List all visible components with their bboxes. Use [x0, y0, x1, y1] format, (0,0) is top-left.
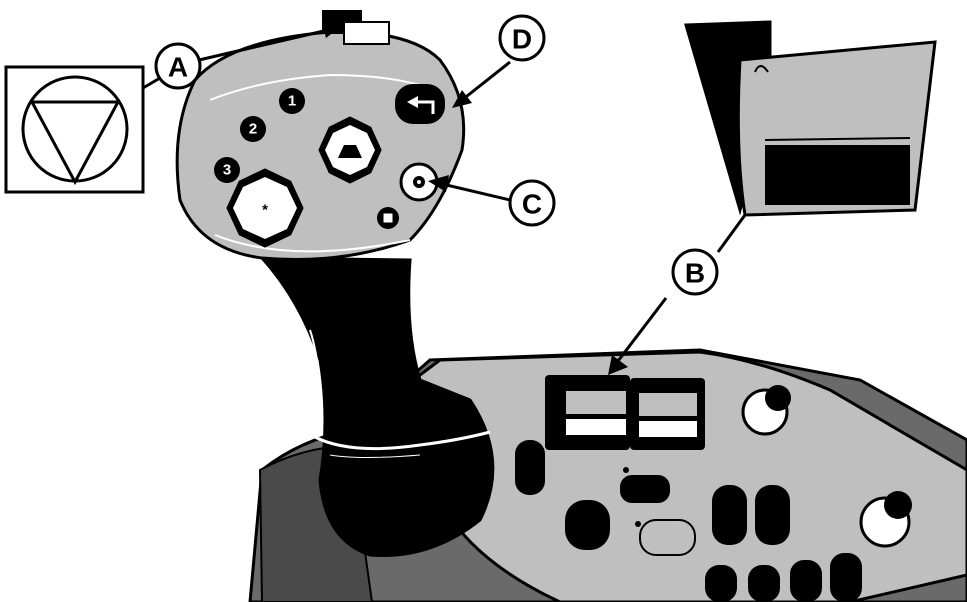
button-1-label: 1: [288, 93, 296, 110]
gear-shift-icon: *: [226, 168, 304, 248]
joystick: 1 2 3 *: [175, 10, 495, 558]
console-button: [565, 500, 610, 550]
pedal: [684, 20, 937, 217]
callout-d-label: D: [512, 24, 532, 55]
callout-a: A: [154, 42, 202, 90]
svg-text:*: *: [262, 202, 268, 219]
rocker-switch-left: [545, 375, 630, 450]
reverse-icon: [395, 84, 445, 124]
console-button: [639, 519, 696, 556]
joystick-button-2: 2: [240, 116, 266, 142]
console-button: [515, 440, 545, 495]
joystick-button-3: 3: [214, 157, 240, 183]
top-switch: [322, 10, 390, 45]
button-3-label: 3: [223, 162, 231, 179]
callout-c: C: [508, 179, 556, 227]
console-button: [755, 485, 790, 545]
hitch-icon: [318, 116, 382, 184]
console-button: [712, 485, 747, 545]
rocker-switch-right: [630, 378, 705, 450]
callout-b-label: B: [685, 258, 705, 289]
button-2-label: 2: [249, 121, 257, 138]
callout-a-label: A: [168, 52, 188, 83]
control-knob-upper: [741, 385, 791, 436]
control-knob-lower: [859, 491, 912, 548]
small-trigger: [377, 207, 399, 229]
console-button: [830, 553, 862, 602]
callout-b: B: [671, 248, 719, 296]
callout-d: D: [498, 14, 546, 62]
console-button: [620, 475, 670, 503]
console-button: [748, 565, 780, 602]
console-button: [790, 560, 822, 602]
joystick-button-1: 1: [279, 88, 305, 114]
callout-leaders: [198, 22, 747, 375]
triangle-in-circle-icon: [29, 100, 121, 186]
console-controls: [515, 375, 912, 602]
symbol-inset: [4, 65, 161, 194]
round-button: [399, 162, 439, 202]
console-button: [705, 565, 737, 602]
callout-c-label: C: [522, 189, 542, 220]
